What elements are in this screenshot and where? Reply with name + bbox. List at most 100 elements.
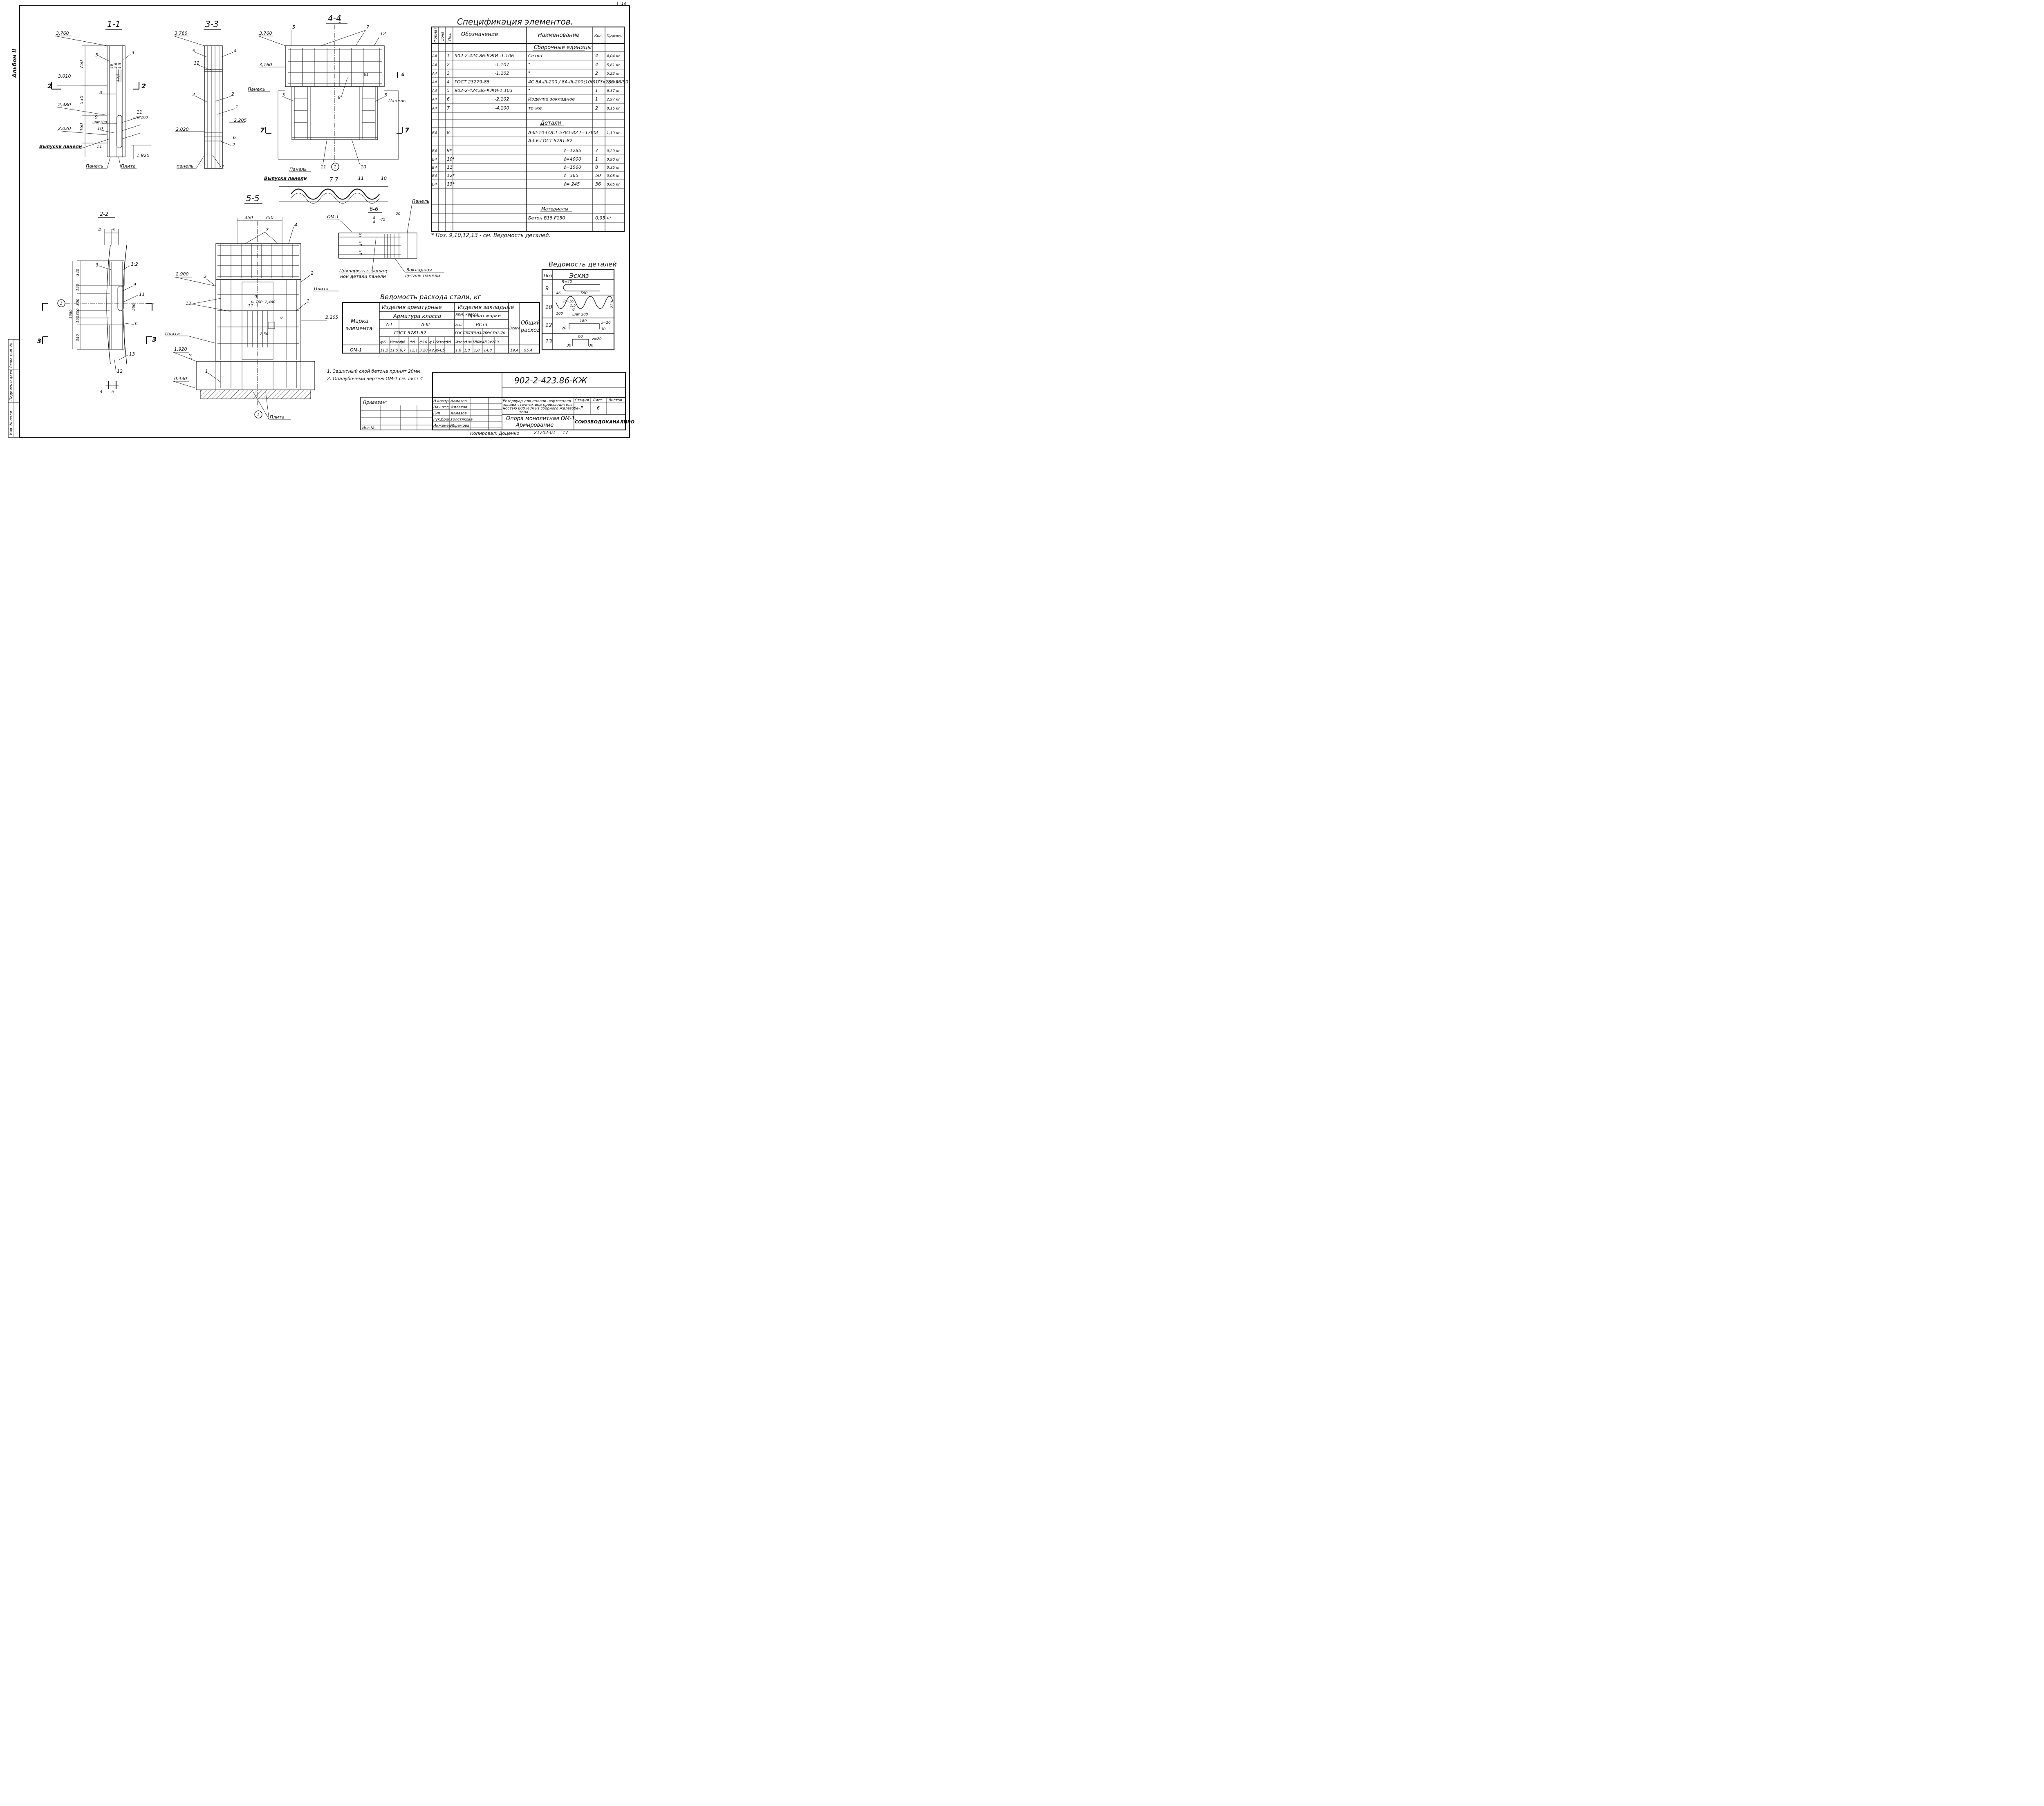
steel-row-value: 6,7 bbox=[400, 349, 406, 353]
svg-text:Панель: Панель bbox=[412, 199, 430, 204]
spec-cell-fmt: Б4 bbox=[432, 183, 437, 187]
svg-text:Марка: Марка bbox=[351, 318, 368, 324]
svg-text:Ведомость деталей: Ведомость деталей bbox=[549, 260, 617, 268]
section-6-6: 6-6 4 4 -75 20 15 45 45 ОМ-1 Панель Прив… bbox=[327, 199, 444, 279]
spec-cell-qty: 1 bbox=[595, 157, 598, 162]
svg-text:21702-01: 21702-01 bbox=[534, 430, 556, 435]
svg-text:350: 350 bbox=[244, 215, 253, 220]
svg-text:элемента: элемента bbox=[346, 326, 372, 332]
stamp-role: Инженер bbox=[433, 424, 451, 428]
spec-cell-fmt: Б4 bbox=[432, 158, 437, 162]
spec-cell-note: 6,37 кг bbox=[607, 89, 620, 93]
svg-text:Опора монолитная ОМ-1.: Опора монолитная ОМ-1. bbox=[506, 416, 577, 422]
svg-text:б: б bbox=[280, 316, 283, 320]
svg-text:Панель: Панель bbox=[248, 87, 265, 92]
steel-row-value: 19,4 bbox=[510, 349, 518, 353]
steel-table: Ведомость расхода стали, кг Мар bbox=[342, 293, 540, 354]
svg-text:3: 3 bbox=[37, 337, 41, 345]
svg-text:4-4: 4-4 bbox=[328, 13, 341, 23]
svg-text:Приварить к заклад-: Приварить к заклад- bbox=[339, 268, 389, 273]
spec-cell-code: -1.102 bbox=[495, 71, 509, 76]
svg-text:Закладная: Закладная bbox=[406, 267, 432, 273]
svg-text:13: 13 bbox=[545, 339, 552, 345]
steel-col-header: Итого bbox=[390, 340, 401, 345]
spec-cell-name: ℓ= 245 bbox=[564, 181, 580, 187]
svg-text:Инв.№: Инв.№ bbox=[362, 426, 374, 430]
section-1-1: 1-1 3,760 3,010 2,480 2,020 1,920 bbox=[39, 19, 151, 169]
svg-text:45: 45 bbox=[359, 250, 363, 255]
svg-text:расход: расход bbox=[520, 327, 540, 333]
note-panel-outputs: Выпуски панели bbox=[39, 144, 82, 149]
svg-text:3,010: 3,010 bbox=[58, 74, 71, 79]
svg-text:11: 11 bbox=[358, 176, 364, 181]
steel-col-header: Итого bbox=[455, 340, 467, 345]
spec-cell-fmt: А4 bbox=[432, 72, 437, 76]
svg-text:3,160: 3,160 bbox=[259, 62, 272, 67]
spec-cell-fmt: Б4 bbox=[432, 131, 437, 135]
svg-text:Эскиз: Эскиз bbox=[569, 272, 589, 280]
svg-text:220: 220 bbox=[610, 301, 614, 308]
spec-cell-note: 0,90 кг bbox=[607, 158, 620, 162]
svg-text:Панель: Панель bbox=[86, 163, 103, 169]
svg-text:1,5: 1,5 bbox=[570, 304, 576, 308]
svg-text:Кол.: Кол. bbox=[594, 34, 603, 38]
svg-text:панель: панель bbox=[177, 163, 193, 169]
steel-col-header: ф8 bbox=[446, 340, 451, 345]
svg-text:12: 12 bbox=[186, 301, 191, 306]
svg-text:Детали: Детали bbox=[540, 120, 561, 126]
svg-text:ГОСТ 5781-82: ГОСТ 5781-82 bbox=[455, 331, 482, 336]
svg-text:Изделия арматурные: Изделия арматурные bbox=[382, 304, 442, 311]
svg-text:1: 1 bbox=[205, 369, 208, 374]
svg-text:46: 46 bbox=[556, 291, 561, 295]
spec-cell-fmt: Б4 bbox=[432, 166, 437, 170]
svg-text:Р: Р bbox=[580, 405, 583, 411]
svg-text:А-I: А-I bbox=[385, 322, 392, 327]
svg-text:2,50: 2,50 bbox=[260, 332, 268, 336]
spec-cell-pos: 3 bbox=[447, 71, 450, 76]
stamp-role: Гип bbox=[433, 412, 440, 416]
svg-text:шаг200: шаг200 bbox=[133, 116, 148, 120]
spec-cell-qty: 36 bbox=[595, 181, 601, 187]
svg-text:3: 3 bbox=[282, 92, 285, 98]
spec-cell-qty: 4 bbox=[595, 62, 598, 67]
svg-text:20: 20 bbox=[562, 327, 567, 331]
svg-text:3: 3 bbox=[192, 92, 195, 97]
section-2-2: 2-2 4 5 1580 340 150 300 300 bbox=[37, 211, 157, 394]
svg-text:R=40: R=40 bbox=[562, 280, 572, 284]
spec-cell-pos: 1 bbox=[447, 53, 450, 58]
svg-text:9: 9 bbox=[545, 286, 549, 292]
svg-text:7: 7 bbox=[266, 227, 269, 233]
svg-text:4: 4 bbox=[98, 227, 101, 233]
svg-text:9: 9 bbox=[133, 282, 136, 287]
spec-cell-name: Бетон В15 F150 bbox=[528, 215, 565, 221]
svg-text:1: 1 bbox=[307, 298, 309, 304]
svg-text:6: 6 bbox=[233, 135, 236, 140]
spec-cell-note: 1,10 кг bbox=[607, 131, 620, 135]
svg-text:Резервуар для подачи нефтесоде: Резервуар для подачи нефтесодер- bbox=[503, 399, 572, 403]
spec-cell-fmt: А4 bbox=[432, 107, 437, 111]
svg-text:1;2: 1;2 bbox=[131, 262, 138, 267]
album-label: Альбом II bbox=[12, 49, 18, 78]
svg-text:17: 17 bbox=[563, 430, 568, 435]
svg-text:2. Опалубочный чертеж ОМ-1 см.: 2. Опалубочный чертеж ОМ-1 см. лист 4 bbox=[327, 376, 423, 381]
spec-cell-code: ГОСТ 23279-85 bbox=[455, 79, 490, 85]
svg-text:Армирование: Армирование bbox=[515, 422, 554, 428]
spec-cell-pos: 9* bbox=[447, 148, 452, 153]
svg-text:2: 2 bbox=[232, 142, 235, 148]
svg-text:46: 46 bbox=[110, 64, 114, 69]
stamp-role: Н.контр. bbox=[433, 399, 450, 403]
steel-row-value: 1,8 bbox=[464, 349, 470, 353]
svg-text:3,760: 3,760 bbox=[259, 31, 272, 36]
steel-row-mark: ОМ-1 bbox=[350, 347, 362, 353]
svg-text:Арматура класса: Арматура класса bbox=[393, 313, 441, 320]
svg-text:А-III: А-III bbox=[421, 322, 430, 327]
steel-row-value: 95,4 bbox=[524, 349, 532, 353]
spec-cell-qty: 7 bbox=[595, 148, 598, 153]
svg-text:Формат: Формат bbox=[434, 27, 438, 43]
steel-row-value: 3,20 bbox=[419, 349, 428, 353]
spec-cell-name: А-III-10-ГОСТ 5781-82 ℓ=1780 bbox=[528, 130, 596, 135]
svg-text:750: 750 bbox=[79, 60, 84, 69]
svg-text:60: 60 bbox=[578, 335, 583, 339]
svg-text:Обозначение: Обозначение bbox=[461, 31, 498, 38]
